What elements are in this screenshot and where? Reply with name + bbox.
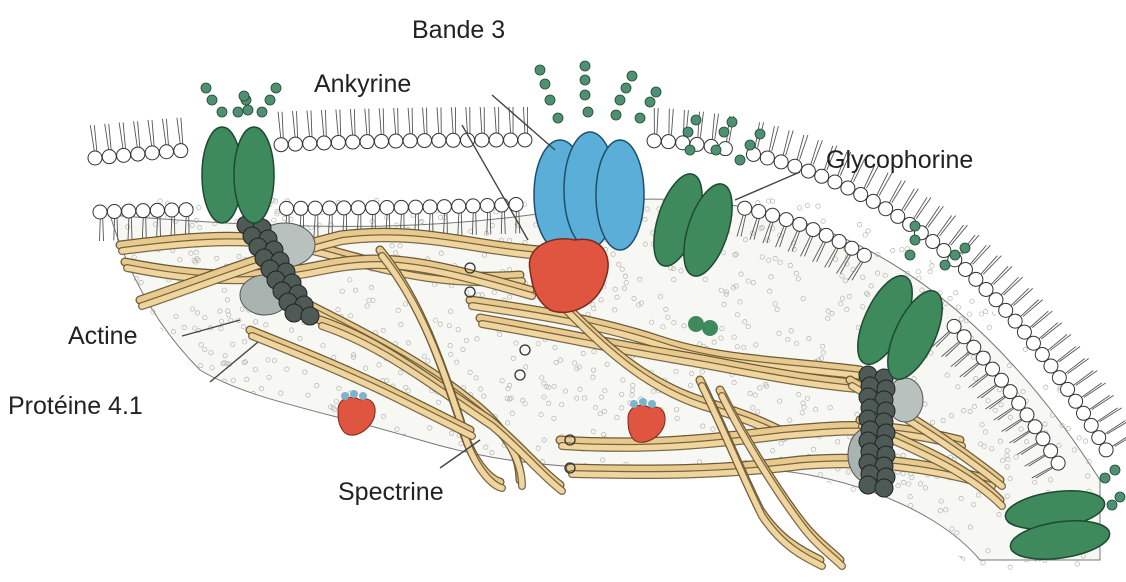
sugar-chain xyxy=(1107,492,1125,510)
lipid xyxy=(303,111,317,151)
band3-protein xyxy=(534,132,644,250)
label-spectrine: Spectrine xyxy=(338,478,444,506)
label-actine: Actine xyxy=(68,322,137,350)
lipid xyxy=(288,111,302,151)
lipid xyxy=(518,107,532,147)
lipid xyxy=(93,205,107,241)
lipid xyxy=(504,107,518,147)
lipid xyxy=(389,108,403,148)
lipid xyxy=(417,108,431,148)
sugar-chain xyxy=(535,65,563,123)
lipid xyxy=(489,107,503,147)
lipid xyxy=(88,125,102,165)
lipid xyxy=(317,110,331,150)
actin-monomer xyxy=(875,479,893,497)
lipid xyxy=(432,107,446,147)
actin-monomer xyxy=(301,307,319,325)
sugar-chain xyxy=(257,83,281,117)
label-glycophorine: Glycophorine xyxy=(826,146,973,174)
lipid xyxy=(446,107,460,147)
lipid xyxy=(117,122,131,162)
label-bande3: Bande 3 xyxy=(412,16,505,44)
lipid xyxy=(174,118,188,158)
glycophorin-protein-left xyxy=(202,127,274,223)
lipid xyxy=(159,119,173,159)
lipid xyxy=(360,109,374,149)
sugar-chain xyxy=(580,61,593,117)
lipid xyxy=(102,124,116,164)
lipid xyxy=(131,121,145,161)
lipid xyxy=(403,108,417,148)
sugar-chain xyxy=(201,83,227,117)
label-proteine-4-1: Protéine 4.1 xyxy=(8,392,143,420)
lipid xyxy=(346,109,360,149)
label-ankyrine: Ankyrine xyxy=(314,70,411,98)
sugar-chain xyxy=(611,71,637,120)
lipid xyxy=(331,110,345,150)
sugar-chain xyxy=(635,87,661,123)
actin-monomer xyxy=(859,476,877,494)
sugar-chain xyxy=(1100,465,1120,483)
lipid xyxy=(274,112,288,152)
lipid xyxy=(661,109,675,149)
lipid xyxy=(647,108,661,148)
actin-monomer xyxy=(285,304,303,322)
lipid xyxy=(145,120,159,160)
lipid xyxy=(374,108,388,148)
lipid xyxy=(475,107,489,147)
